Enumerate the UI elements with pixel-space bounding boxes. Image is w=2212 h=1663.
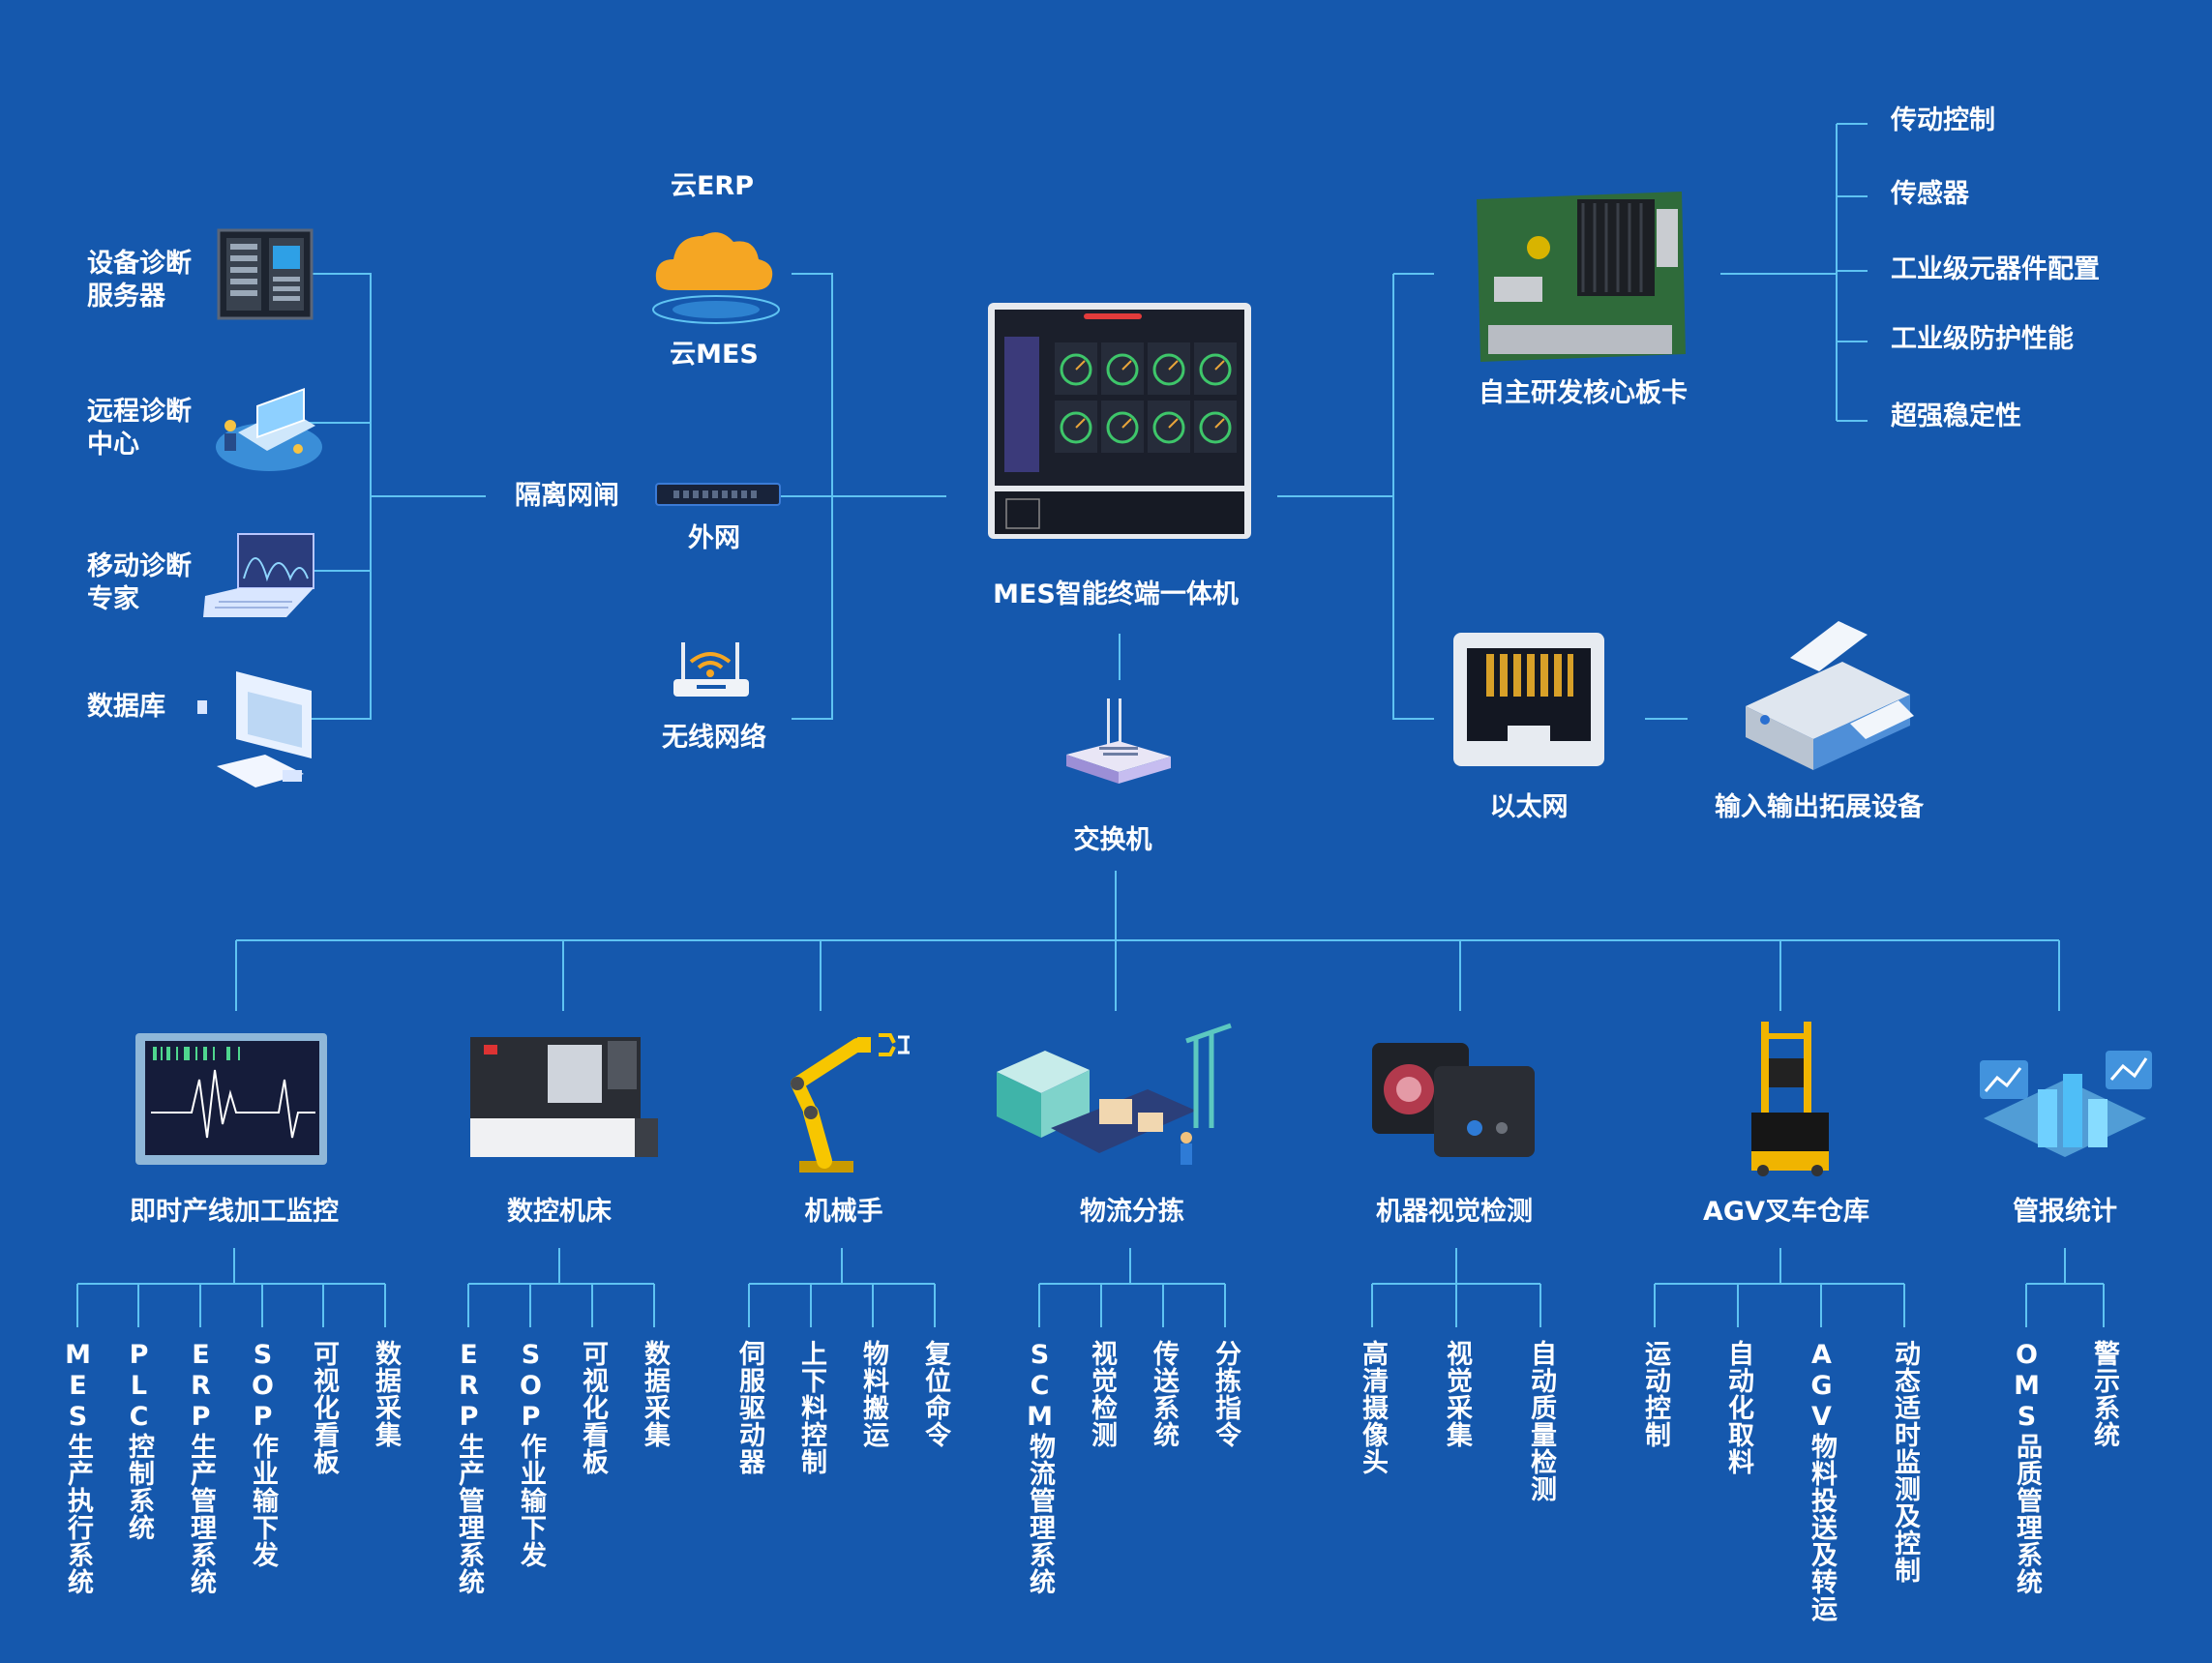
camera-icon bbox=[1372, 1043, 1535, 1157]
sub-item: SOP作业输下发 bbox=[248, 1340, 278, 1568]
sub-item: 传送系统 bbox=[1149, 1340, 1179, 1448]
label-external-network: 外网 bbox=[688, 523, 740, 553]
sub-item: 复位命令 bbox=[920, 1340, 950, 1448]
sub-bracket bbox=[2025, 1248, 2105, 1327]
circuit-board-icon bbox=[1477, 192, 1686, 362]
label-core-board: 自主研发核心板卡 bbox=[1479, 378, 1688, 408]
sub-item: 物料搬运 bbox=[858, 1340, 888, 1448]
label-ethernet: 以太网 bbox=[1489, 792, 1569, 822]
sub-item: 警示系统 bbox=[2089, 1340, 2119, 1448]
mes-terminal-icon bbox=[988, 303, 1251, 539]
label-cloud-mes: 云MES bbox=[670, 340, 759, 370]
remote-center-icon bbox=[216, 387, 322, 471]
label-mobile-diagnosis-expert: 移动诊断专家 bbox=[87, 551, 192, 614]
sub-item: SCM物流管理系统 bbox=[1025, 1340, 1055, 1595]
sub-bracket bbox=[1038, 1248, 1226, 1327]
sub-item: 视觉采集 bbox=[1442, 1340, 1472, 1448]
server-rack-icon bbox=[217, 228, 314, 320]
label-device-diagnosis-server: 设备诊断服务器 bbox=[87, 249, 192, 312]
label-switch: 交换机 bbox=[1073, 825, 1152, 855]
statistics-icon bbox=[1980, 1051, 2152, 1157]
module-report-statistics: 管报统计 bbox=[2013, 1197, 2117, 1227]
sub-item: 动态适时监测及控制 bbox=[1890, 1340, 1920, 1584]
laptop-icon bbox=[203, 533, 314, 617]
robot-arm-icon bbox=[791, 1033, 910, 1173]
sub-item: ERP生产管理系统 bbox=[454, 1340, 484, 1595]
sub-item: 可视化看板 bbox=[578, 1340, 608, 1475]
label-database: 数据库 bbox=[87, 692, 165, 722]
sub-item: 自动化取料 bbox=[1723, 1340, 1753, 1475]
sub-item: 数据采集 bbox=[371, 1340, 401, 1448]
cnc-machine-icon bbox=[470, 1037, 658, 1157]
sub-item: 数据采集 bbox=[640, 1340, 670, 1448]
sub-bracket bbox=[748, 1248, 936, 1327]
ethernet-port-icon bbox=[1453, 633, 1604, 766]
sub-item: 运动控制 bbox=[1640, 1340, 1670, 1448]
module-robot-arm: 机械手 bbox=[804, 1197, 883, 1227]
sub-item: 伺服驱动器 bbox=[734, 1340, 764, 1475]
sub-item: MES生产执行系统 bbox=[63, 1340, 93, 1595]
label-remote-diagnosis-center: 远程诊断中心 bbox=[87, 397, 192, 460]
feature-stability: 超强稳定性 bbox=[1891, 401, 2021, 431]
monitor-waveform-icon bbox=[135, 1033, 327, 1165]
sub-bracket bbox=[1654, 1248, 1905, 1327]
sub-item: ERP生产管理系统 bbox=[186, 1340, 216, 1595]
cloud-icon bbox=[652, 232, 780, 324]
sub-item: AGV物料投送及转运 bbox=[1807, 1340, 1837, 1622]
label-io-device: 输入输出拓展设备 bbox=[1715, 792, 1924, 822]
module-realtime-monitoring: 即时产线加工监控 bbox=[130, 1197, 339, 1227]
feature-industrial-protection: 工业级防护性能 bbox=[1891, 324, 2074, 354]
feature-drive-control: 传动控制 bbox=[1891, 105, 1995, 135]
sub-bracket bbox=[1371, 1248, 1541, 1327]
label-isolation-gateway: 隔离网闸 bbox=[515, 481, 619, 511]
agv-forklift-icon bbox=[1751, 1022, 1829, 1176]
wireless-router-icon bbox=[673, 642, 749, 697]
printer-icon bbox=[1746, 621, 1914, 770]
module-agv-warehouse: AGV叉车仓库 bbox=[1703, 1197, 1869, 1227]
switch-router-icon bbox=[1066, 698, 1171, 784]
sub-item: 视觉检测 bbox=[1087, 1340, 1117, 1448]
database-computer-icon bbox=[197, 671, 312, 787]
sub-item: 上下料控制 bbox=[796, 1340, 826, 1475]
label-mes-terminal: MES智能终端一体机 bbox=[993, 579, 1239, 609]
sub-item: 自动质量检测 bbox=[1526, 1340, 1556, 1502]
sub-bracket bbox=[76, 1248, 386, 1327]
sub-bracket bbox=[467, 1248, 655, 1327]
sub-item: 分拣指令 bbox=[1211, 1340, 1241, 1448]
label-cloud-erp: 云ERP bbox=[670, 171, 755, 201]
feature-sensor: 传感器 bbox=[1891, 179, 1969, 209]
module-logistics-sorting: 物流分拣 bbox=[1080, 1197, 1184, 1227]
label-wireless-network: 无线网络 bbox=[662, 723, 766, 753]
sub-item: 可视化看板 bbox=[309, 1340, 339, 1475]
sub-item: 高清摄像头 bbox=[1358, 1340, 1388, 1475]
module-machine-vision: 机器视觉检测 bbox=[1376, 1197, 1533, 1227]
feature-industrial-components: 工业级元器件配置 bbox=[1891, 254, 2100, 284]
sub-item: OMS品质管理系统 bbox=[2012, 1340, 2042, 1595]
network-switch-icon bbox=[655, 483, 781, 506]
sub-item: PLC控制系统 bbox=[124, 1340, 154, 1541]
sub-item: SOP作业输下发 bbox=[516, 1340, 546, 1568]
logistics-icon bbox=[997, 1023, 1232, 1165]
module-cnc-machine: 数控机床 bbox=[507, 1197, 612, 1227]
